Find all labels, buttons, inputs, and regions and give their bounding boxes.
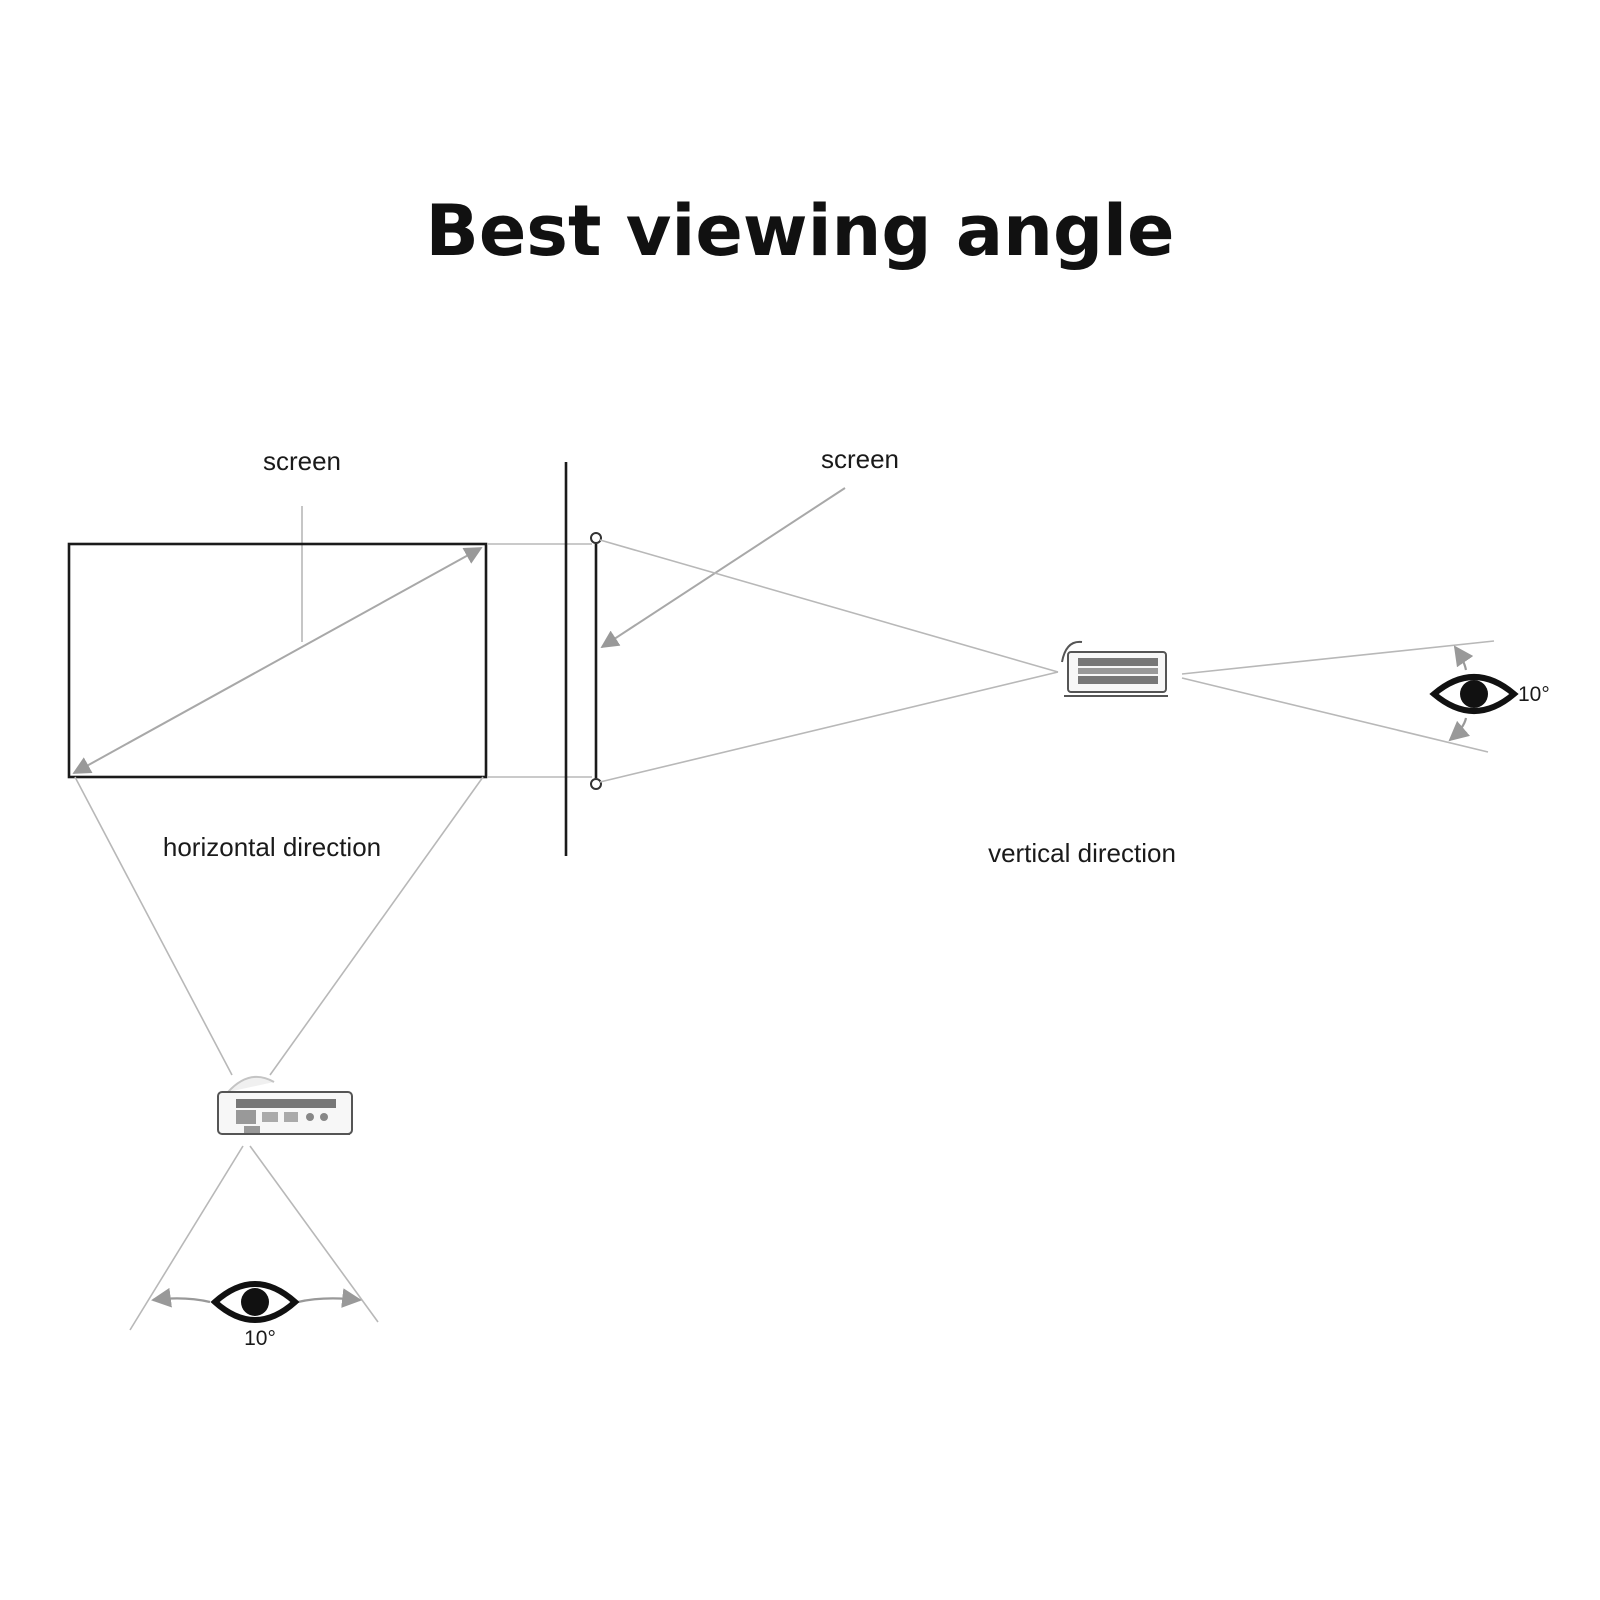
vertical-screen-pointer xyxy=(600,487,846,648)
horizontal-angle-arrow-left xyxy=(151,1287,211,1308)
vertical-view-bottom xyxy=(1181,677,1489,753)
page-title: Best viewing angle xyxy=(425,190,1174,272)
horizontal-cone-right xyxy=(269,776,484,1076)
vertical-screen-label: screen xyxy=(821,444,899,474)
horizontal-screen-diagonal xyxy=(72,547,483,774)
horizontal-cone-left xyxy=(74,776,233,1076)
vertical-diagram: screen 10° vertical direction xyxy=(564,444,1550,868)
vertical-angle-arrow-bottom xyxy=(1448,717,1470,742)
vertical-angle-arrow-top xyxy=(1453,645,1474,671)
horizontal-direction-label: horizontal direction xyxy=(163,832,381,862)
horizontal-angle-arrow-right xyxy=(297,1288,362,1308)
horizontal-screen-label: screen xyxy=(263,446,341,476)
projector-front-icon xyxy=(217,1075,353,1135)
horizontal-angle-label: 10° xyxy=(244,1327,276,1350)
vertical-view-top xyxy=(1181,640,1495,675)
vertical-screen-bottom-point xyxy=(590,778,602,790)
vertical-angle-label: 10° xyxy=(1518,683,1550,706)
horizontal-screen-rect xyxy=(67,542,488,779)
vertical-cone-top xyxy=(599,539,1059,673)
vertical-cone-bottom xyxy=(599,671,1059,783)
vertical-eye-icon xyxy=(1429,674,1519,714)
horizontal-eye-icon xyxy=(210,1281,300,1323)
vertical-direction-label: vertical direction xyxy=(988,838,1176,868)
horizontal-view-left xyxy=(129,1145,244,1331)
horizontal-diagram: screen horizontal direction xyxy=(67,446,488,1350)
projector-side-icon xyxy=(1061,640,1168,697)
vertical-screen-top-point xyxy=(590,532,602,544)
